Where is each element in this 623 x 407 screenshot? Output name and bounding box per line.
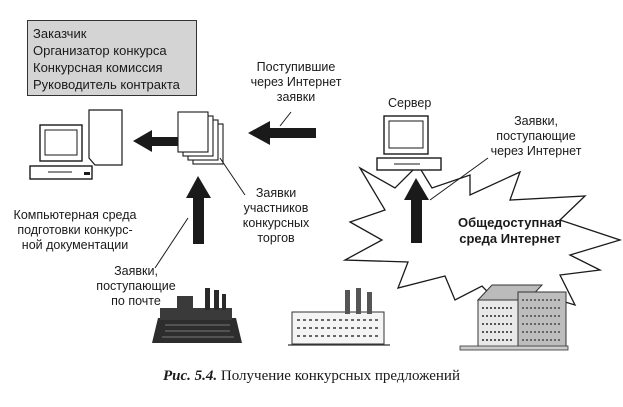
roles-box: Заказчик Организатор конкурса Конкурсная… xyxy=(27,20,197,96)
label-mail-bids: Заявки, поступающие по почте xyxy=(96,264,176,308)
label-bids-via-internet: Заявки, поступающие через Интернет xyxy=(490,114,582,158)
arrow-to-server xyxy=(404,178,429,243)
leader-mail-bids xyxy=(154,217,189,269)
label-participant-bids: Заявки участников конкурсных торгов xyxy=(242,186,310,245)
label-server: Сервер xyxy=(388,96,432,110)
bids-stack-icon xyxy=(177,111,224,165)
role-contract-manager: Руководитель контракта xyxy=(33,77,180,92)
factory-building-icon xyxy=(152,288,242,343)
label-public-internet: Общедоступная среда Интернет xyxy=(457,215,563,246)
arrow-internet-to-stack xyxy=(248,121,316,145)
leader-internet-bids xyxy=(279,111,292,127)
server-computer-icon xyxy=(376,115,442,171)
label-computer-environment: Компьютерная среда подготовки конкурс- н… xyxy=(13,208,137,252)
leader-bids-via-internet xyxy=(429,157,489,201)
figure-number: Рис. 5.4. xyxy=(163,368,218,384)
role-organizer: Организатор конкурса xyxy=(33,43,167,58)
label-internet-bids: Поступившие через Интернет заявки xyxy=(250,60,342,104)
role-commission: Конкурсная комиссия xyxy=(33,60,163,75)
left-computer-icon xyxy=(29,124,93,180)
leader-participant-bids xyxy=(219,157,246,196)
document-icon xyxy=(88,109,123,166)
plant-building-icon xyxy=(288,288,390,346)
role-customer: Заказчик xyxy=(33,26,87,41)
figure-caption-text: Получение конкурсных предложений xyxy=(220,368,460,384)
arrow-mail-to-stack xyxy=(186,176,211,244)
arrow-stack-to-computer xyxy=(133,130,178,152)
figure-caption: Рис. 5.4. Получение конкурсных предложен… xyxy=(0,368,623,385)
office-building-icon xyxy=(459,284,569,351)
